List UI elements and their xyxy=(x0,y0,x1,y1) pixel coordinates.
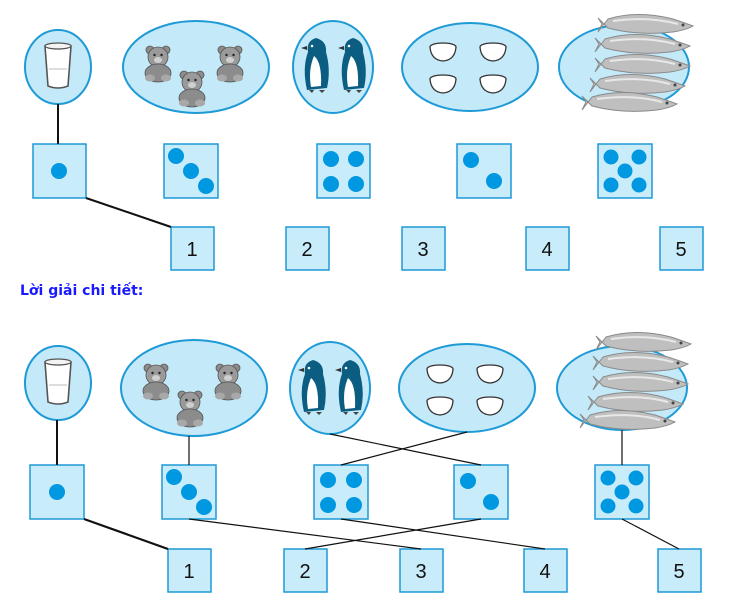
dot-card-4 xyxy=(316,143,371,199)
example-lines xyxy=(57,104,172,228)
number-card-5: 5 xyxy=(659,226,704,271)
number-label: 2 xyxy=(299,561,310,583)
glass-picture xyxy=(24,345,92,421)
number-card-4: 4 xyxy=(525,226,570,271)
solution-heading: Lời giải chi tiết: xyxy=(20,283,144,299)
dot-card-3 xyxy=(161,464,217,520)
number-card-3: 3 xyxy=(401,226,446,271)
number-label: 4 xyxy=(539,561,550,583)
answer-lines xyxy=(56,420,680,551)
glass-picture xyxy=(24,29,92,105)
fish-picture xyxy=(558,13,694,113)
number-label: 1 xyxy=(186,239,197,261)
dot-card-2 xyxy=(453,464,509,520)
number-card-5: 5 xyxy=(657,548,702,593)
number-label: 3 xyxy=(415,561,426,583)
number-label: 2 xyxy=(301,239,312,261)
number-card-3: 3 xyxy=(399,548,444,593)
bowls-picture xyxy=(398,343,536,433)
number-card-2: 2 xyxy=(283,548,328,593)
number-label: 1 xyxy=(183,561,194,583)
number-card-1: 1 xyxy=(170,226,215,271)
number-card-1: 1 xyxy=(167,548,212,593)
dot-card-5 xyxy=(597,143,653,199)
number-label: 4 xyxy=(541,239,552,261)
number-card-2: 2 xyxy=(285,226,330,271)
number-card-4: 4 xyxy=(523,548,568,593)
number-label: 5 xyxy=(673,561,684,583)
fish-picture xyxy=(556,331,692,431)
dot-card-1 xyxy=(29,464,85,520)
penguins-picture xyxy=(292,20,374,114)
bears-picture xyxy=(120,339,268,437)
penguins-picture xyxy=(289,341,371,435)
number-label: 3 xyxy=(417,239,428,261)
bears-picture xyxy=(122,20,270,114)
dot-card-1 xyxy=(32,143,87,199)
dot-card-3 xyxy=(163,143,219,199)
bowls-picture xyxy=(401,22,539,112)
dot-card-2 xyxy=(456,143,512,199)
exercise-top: 1 2 3 4 5 xyxy=(24,13,704,271)
number-label: 5 xyxy=(675,239,686,261)
dot-card-4 xyxy=(313,464,369,520)
solution-bottom: 1 2 3 4 5 xyxy=(24,331,702,593)
dot-card-5 xyxy=(594,464,650,520)
